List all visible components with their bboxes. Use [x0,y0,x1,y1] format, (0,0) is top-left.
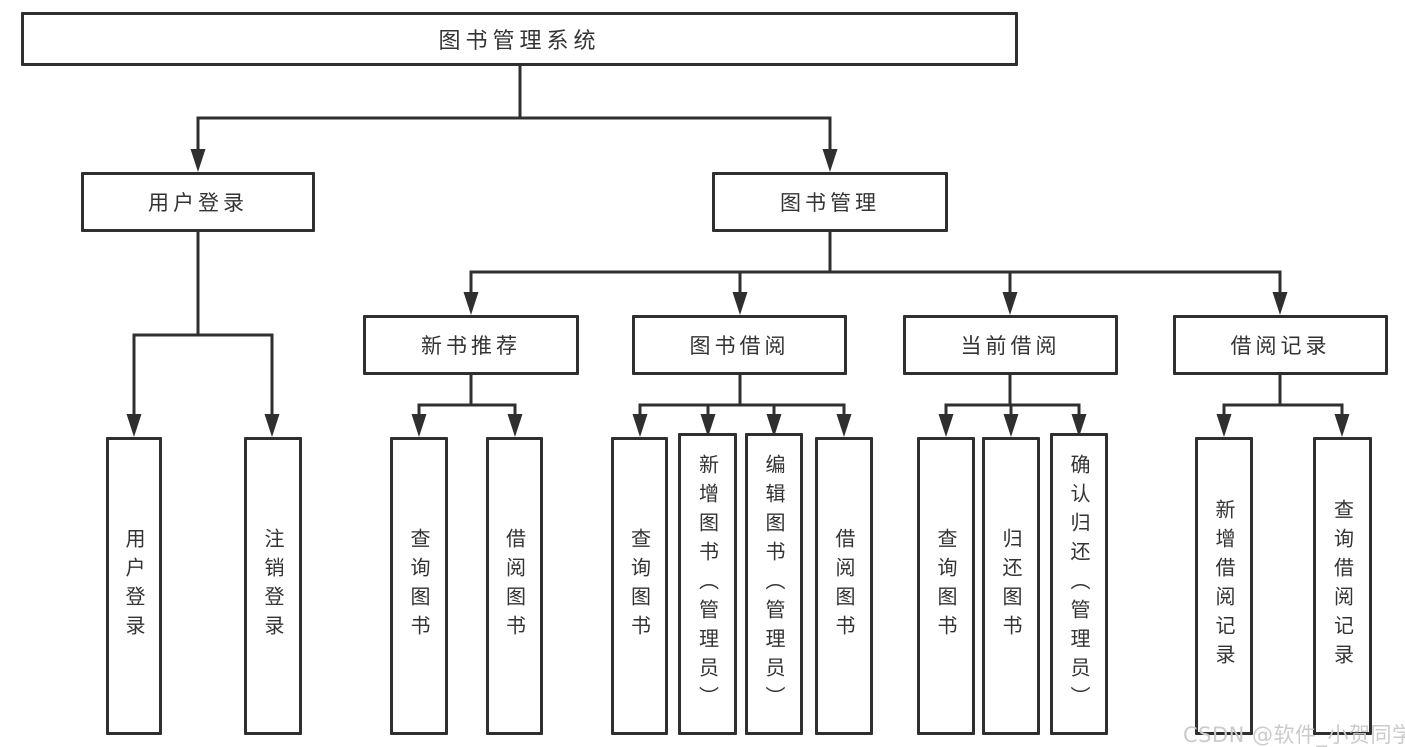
leaf-label: 查询借阅记录 [1330,499,1355,673]
leaf-label: 新增借阅记录 [1212,499,1236,673]
node-current-borrow: 当前借阅 [903,315,1118,375]
leaf-bb-borrow-books: 借阅图书 [815,437,873,735]
leaf-label: 借阅图书 [502,528,527,644]
watermark: CSDN @软件_小贺同学 [1183,723,1405,747]
leaf-bb-query-books: 查询图书 [611,437,668,735]
node-user-login: 用户登录 [81,172,315,232]
leaf-label: 查询图书 [934,528,958,644]
leaf-label: 借阅图书 [832,528,856,644]
leaf-label: 查询图书 [627,528,652,644]
leaf-label: 确认归还（管理员） [1067,453,1091,715]
leaf-nbr-query-books: 查询图书 [390,437,448,735]
node-library-management-system: 图书管理系统 [21,12,1018,66]
node-borrow-records: 借阅记录 [1173,315,1388,375]
node-label: 图书借阅 [689,334,790,358]
leaf-bb-edit-books-admin: 编辑图书（管理员） [745,433,803,735]
node-label: 图书管理系统 [438,29,601,54]
leaf-nbr-borrow-books: 借阅图书 [486,437,543,735]
leaf-br-add-record: 新增借阅记录 [1195,437,1253,735]
leaf-label: 归还图书 [999,528,1023,644]
node-book-management: 图书管理 [712,172,948,232]
leaf-label: 查询图书 [407,528,431,644]
leaf-cb-query-books: 查询图书 [917,437,975,735]
node-label: 新书推荐 [421,334,521,358]
leaf-label: 编辑图书（管理员） [762,453,786,715]
leaf-logout: 注销登录 [244,437,302,735]
node-new-book-recommend: 新书推荐 [363,315,579,375]
node-book-borrow: 图书借阅 [632,315,847,375]
node-label: 用户登录 [148,191,248,215]
leaf-cb-return-books: 归还图书 [982,437,1040,735]
leaf-bb-add-books-admin: 新增图书（管理员） [678,433,737,735]
node-label: 当前借阅 [960,334,1061,358]
node-label: 图书管理 [780,191,880,215]
leaf-label: 注销登录 [261,528,285,644]
node-label: 借阅记录 [1230,334,1331,358]
leaf-br-query-record: 查询借阅记录 [1313,437,1372,735]
leaf-user-login: 用户登录 [106,437,162,735]
leaf-label: 新增图书（管理员） [695,453,720,715]
leaf-cb-confirm-return-admin: 确认归还（管理员） [1050,433,1108,735]
leaf-label: 用户登录 [122,528,146,644]
